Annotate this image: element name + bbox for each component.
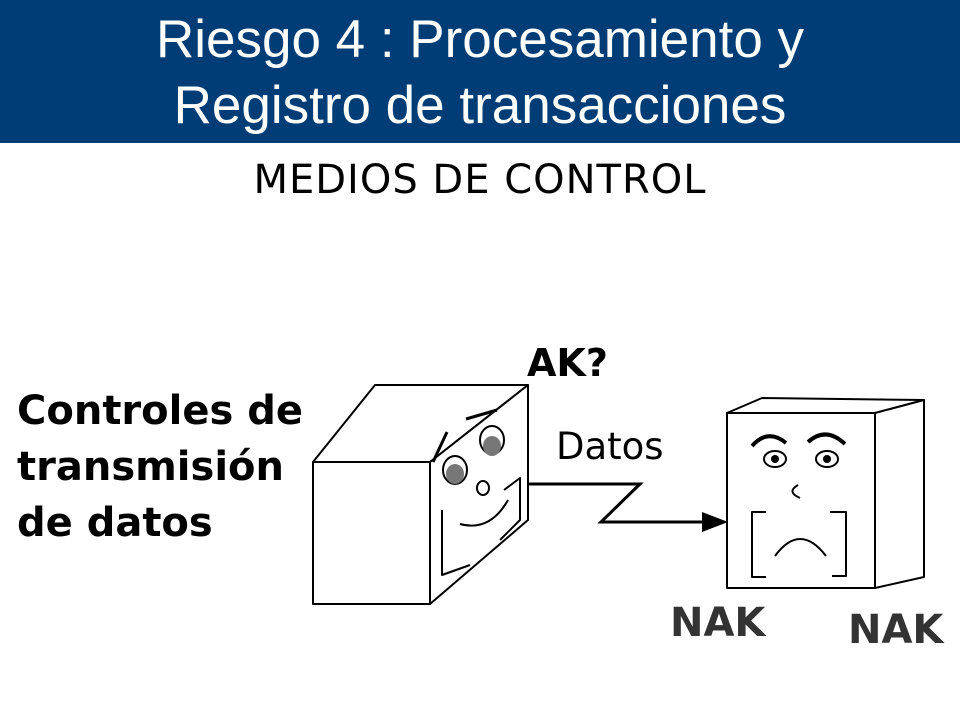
side-label: Controles de transmisión de datos: [17, 383, 303, 551]
receiver-box-front: [726, 412, 876, 589]
title-line-2: Registro de transacciones: [173, 76, 787, 135]
side-label-line-1: Controles de: [17, 388, 303, 434]
arrow-head: [702, 512, 728, 532]
side-label-line-2: transmisión: [17, 444, 284, 490]
title-bar: Riesgo 4 : Procesamiento y Registro de t…: [0, 0, 960, 143]
sender-box-front: [312, 461, 431, 605]
nak-label-2: NAK: [848, 607, 945, 653]
sender-box: [312, 384, 529, 605]
subtitle: MEDIOS DE CONTROL: [253, 157, 707, 203]
nak-label-1: NAK: [670, 600, 767, 646]
receiver-box: [726, 397, 925, 589]
ack-label: AK?: [527, 341, 608, 385]
data-label: Datos: [556, 425, 664, 468]
side-label-line-3: de datos: [17, 500, 213, 546]
title-line-1: Riesgo 4 : Procesamiento y: [155, 10, 805, 69]
data-link-arrow: [528, 482, 710, 524]
receiver-box-side: [874, 399, 925, 589]
